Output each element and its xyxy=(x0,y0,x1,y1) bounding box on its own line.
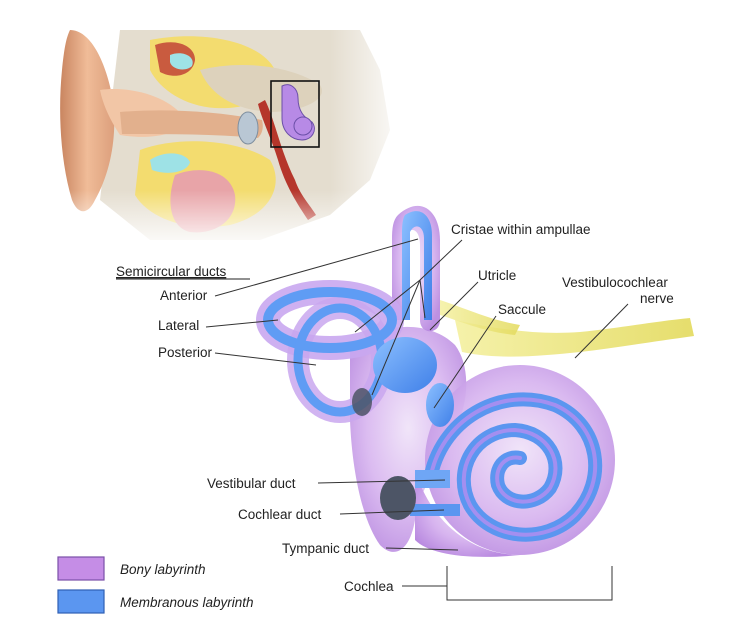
legend-label-membranous: Membranous labyrinth xyxy=(120,595,254,610)
label-vestibular-duct: Vestibular duct xyxy=(207,476,296,491)
round-window-shape xyxy=(380,476,416,520)
labels: Semicircular ducts Anterior Lateral Post… xyxy=(116,222,674,594)
ear-cross-section-inset xyxy=(60,28,410,250)
label-lateral: Lateral xyxy=(158,318,199,333)
label-anterior: Anterior xyxy=(160,288,208,303)
label-saccule: Saccule xyxy=(498,302,546,317)
oval-window-shape xyxy=(352,388,372,416)
label-utricle: Utricle xyxy=(478,268,516,283)
label-tympanic-duct: Tympanic duct xyxy=(282,541,369,556)
legend-swatch-bony xyxy=(57,556,105,581)
label-cristae: Cristae within ampullae xyxy=(451,222,591,237)
label-posterior: Posterior xyxy=(158,345,213,360)
leader-lines xyxy=(205,238,629,601)
vestibulocochlear-nerve-shape xyxy=(440,300,694,357)
label-cochlea: Cochlea xyxy=(344,579,394,594)
label-vestibulocochlear-line2: nerve xyxy=(640,291,674,306)
label-semicircular-ducts: Semicircular ducts xyxy=(116,264,227,279)
legend-label-bony: Bony labyrinth xyxy=(120,562,206,577)
legend-swatch-membranous xyxy=(57,589,105,614)
legend: Bony labyrinth Membranous labyrinth xyxy=(57,556,254,614)
label-vestibulocochlear-line1: Vestibulocochlear xyxy=(562,275,668,290)
label-cochlear-duct: Cochlear duct xyxy=(238,507,322,522)
